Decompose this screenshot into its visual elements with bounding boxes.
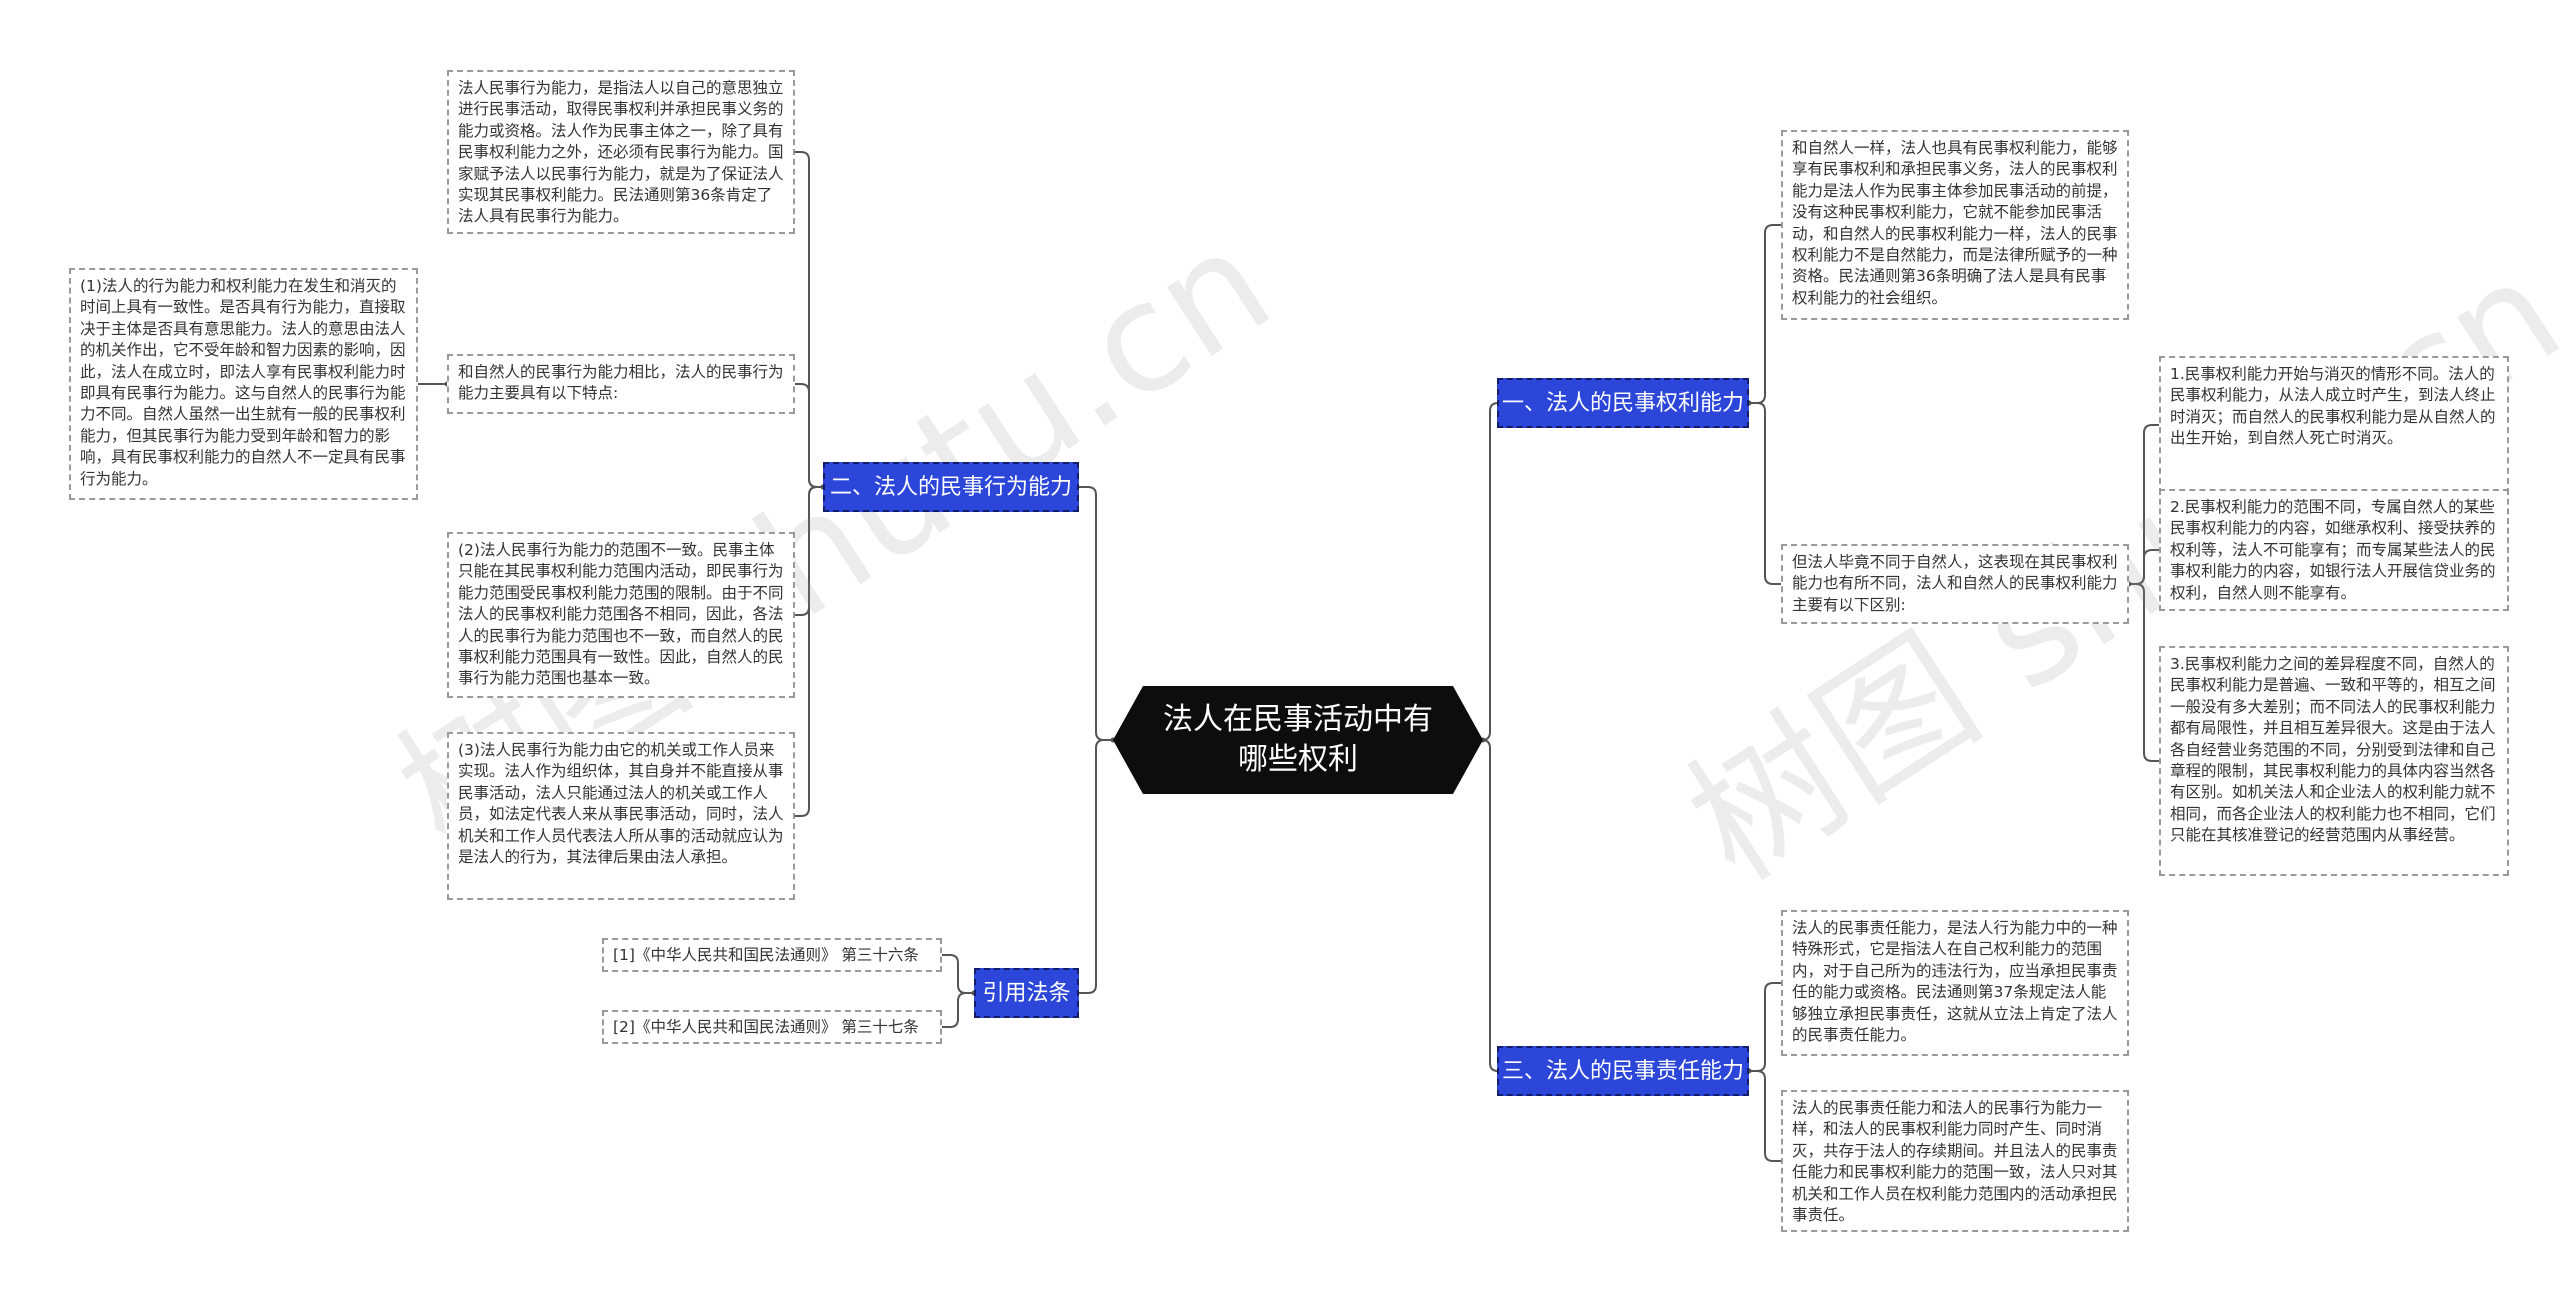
branch-civil-rights-capacity[interactable]: 一、法人的民事权利能力	[1497, 378, 1749, 428]
connector-n-b4-n-ref1	[942, 954, 974, 994]
connector-n-b3-n-r4	[1749, 1070, 1781, 1162]
leaf-liability-scope: 法人的民事责任能力和法人的民事行为能力一样，和法人的民事权利能力同时产生、同时消…	[1781, 1090, 2129, 1232]
connector-n-root-n-b3	[1481, 739, 1499, 1072]
connector-n-b1-n-r2	[1749, 402, 1781, 585]
connector-n-r2-n-r2b	[2129, 549, 2159, 585]
connector-n-b2-n-l2	[795, 383, 823, 488]
ref-article-36[interactable]: [1]《中华人民共和国民法通则》 第三十六条	[602, 938, 942, 972]
connector-n-b1-n-r1	[1749, 224, 1781, 404]
connector-n-b2-n-l4	[795, 486, 823, 817]
leaf-difference-3: 3.民事权利能力之间的差异程度不同，自然人的民事权利能力是普遍、一致和平等的，相…	[2159, 646, 2509, 876]
root-topic-label: 法人在民事活动中有哪些权利	[1163, 702, 1433, 777]
leaf-rights-capacity-definition: 和自然人一样，法人也具有民事权利能力，能够享有民事权利和承担民事义务，法人的民事…	[1781, 130, 2129, 320]
connector-n-root-n-b4	[1079, 739, 1113, 994]
leaf-conduct-capacity-features: 和自然人的民事行为能力相比，法人的民事行为能力主要具有以下特点:	[447, 354, 795, 414]
branch-civil-liability-capacity[interactable]: 三、法人的民事责任能力	[1497, 1046, 1749, 1096]
leaf-feature-2: (2)法人民事行为能力的范围不一致。民事主体只能在其民事权利能力范围内活动，即民…	[447, 532, 795, 698]
connector-n-root-n-b2	[1079, 486, 1113, 741]
branch-cited-laws[interactable]: 引用法条	[974, 968, 1079, 1018]
connector-n-b4-n-ref2	[942, 992, 974, 1028]
connector-n-root-n-b1	[1481, 402, 1499, 741]
branch-civil-conduct-capacity[interactable]: 二、法人的民事行为能力	[823, 462, 1079, 512]
connector-n-b3-n-r3	[1749, 982, 1781, 1072]
ref-article-37[interactable]: [2]《中华人民共和国民法通则》 第三十七条	[602, 1010, 942, 1044]
root-topic[interactable]: 法人在民事活动中有哪些权利	[1113, 686, 1483, 794]
leaf-feature-1: (1)法人的行为能力和权利能力在发生和消灭的时间上具有一致性。是否具有行为能力，…	[69, 268, 418, 500]
leaf-difference-2: 2.民事权利能力的范围不同，专属自然人的某些民事权利能力的内容，如继承权利、接受…	[2159, 489, 2509, 611]
leaf-difference-1: 1.民事权利能力开始与消灭的情形不同。法人的民事权利能力，从法人成立时产生，到法…	[2159, 356, 2509, 494]
leaf-rights-capacity-differences: 但法人毕竟不同于自然人，这表现在其民事权利能力也有所不同，法人和自然人的民事权利…	[1781, 544, 2129, 624]
leaf-feature-3: (3)法人民事行为能力由它的机关或工作人员来实现。法人作为组织体，其自身并不能直…	[447, 732, 795, 900]
leaf-liability-definition: 法人的民事责任能力，是法人行为能力中的一种特殊形式，它是指法人在自己权利能力的范…	[1781, 910, 2129, 1056]
connector-n-r2-n-r2c	[2129, 583, 2159, 762]
leaf-conduct-capacity-definition: 法人民事行为能力，是指法人以自己的意思独立进行民事活动，取得民事权利并承担民事义…	[447, 70, 795, 234]
